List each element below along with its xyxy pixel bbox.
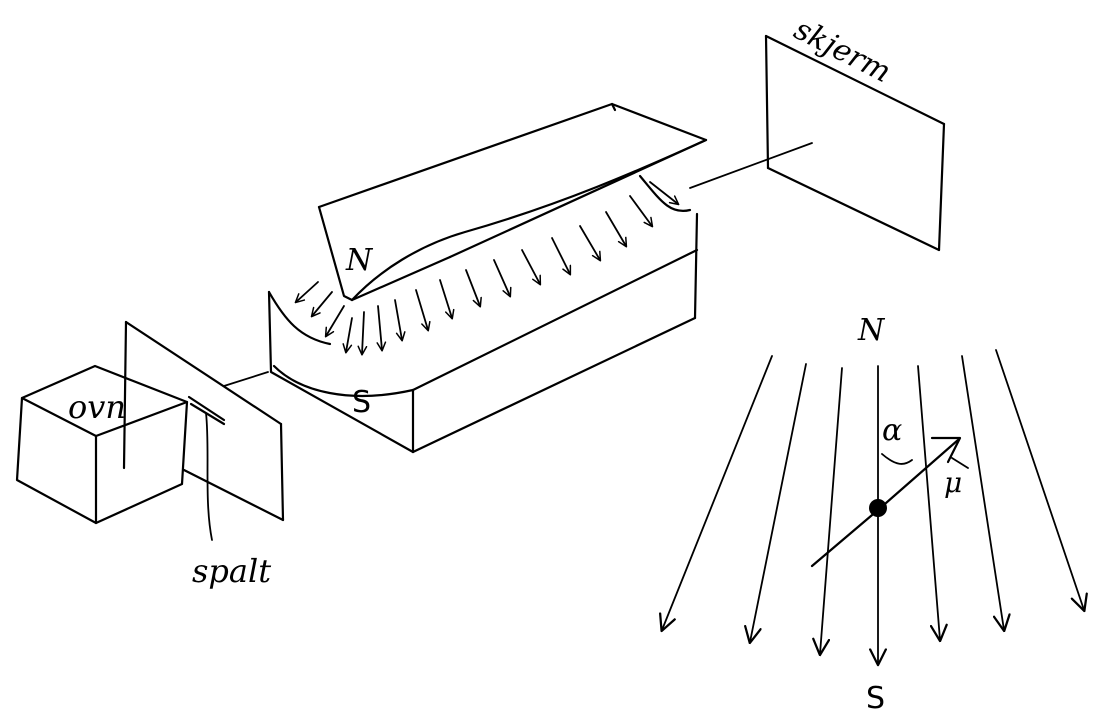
field-south-label: S bbox=[866, 681, 885, 716]
slit-plate: spalt bbox=[122, 320, 285, 590]
field-lines bbox=[659, 349, 1088, 667]
screen: skjerm bbox=[764, 12, 946, 252]
oven-label: ovn bbox=[68, 388, 126, 426]
magnet-south-label: S bbox=[352, 385, 371, 420]
moment-label: μ bbox=[944, 466, 962, 499]
atom-beam bbox=[223, 142, 813, 387]
magnetic-moment: α μ bbox=[810, 413, 969, 568]
screen-label: skjerm bbox=[788, 12, 896, 90]
field-diagram: N S α μ bbox=[659, 313, 1088, 716]
magnet-north-label: N bbox=[345, 243, 374, 278]
magnet: S N bbox=[267, 102, 708, 454]
magnet-south-pole: S bbox=[267, 212, 699, 454]
atom-dot bbox=[869, 499, 887, 517]
field-north-label: N bbox=[857, 313, 886, 348]
magnet-north-pole: N bbox=[317, 102, 708, 302]
slit-label: spalt bbox=[192, 552, 271, 590]
oven-box: ovn bbox=[15, 364, 189, 525]
angle-label: α bbox=[882, 413, 902, 448]
magnet-field-arrows bbox=[294, 181, 680, 356]
